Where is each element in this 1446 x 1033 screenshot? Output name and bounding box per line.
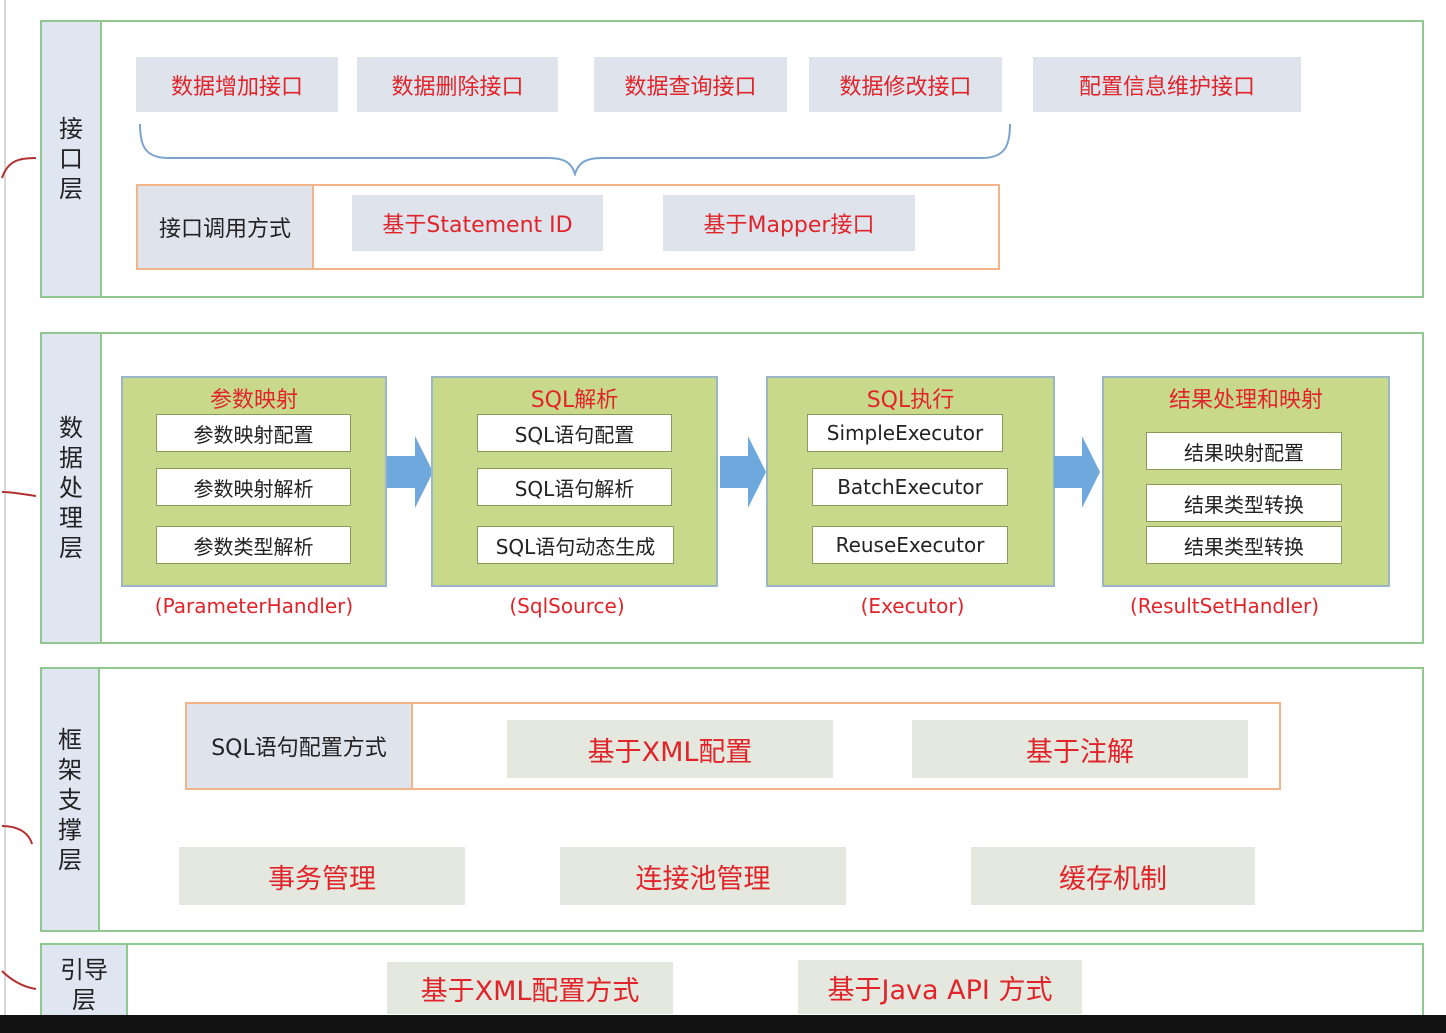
api-box: 数据增加接口 — [136, 57, 338, 112]
flow-arrow — [1054, 436, 1100, 508]
module-item: 结果类型转换 — [1146, 484, 1342, 522]
sql-config-xml: 基于XML配置 — [507, 720, 833, 778]
handler-label: (ParameterHandler) — [154, 594, 354, 618]
module-item: SQL语句配置 — [477, 414, 672, 452]
tick-mark — [0, 818, 36, 848]
tick-mark — [0, 480, 36, 510]
module-title: SQL执行 — [866, 388, 955, 413]
bootstrap-xml: 基于XML配置方式 — [387, 962, 673, 1014]
service-transaction: 事务管理 — [179, 847, 465, 905]
module-item: 参数类型解析 — [156, 526, 351, 564]
module-item: 结果映射配置 — [1146, 432, 1342, 470]
module-title: 参数映射 — [209, 388, 298, 413]
curly-brace — [138, 122, 1012, 178]
module-item: 参数映射解析 — [156, 468, 351, 506]
bottom-bar — [0, 1015, 1446, 1033]
bootstrap-layer-title: 引导层 — [60, 956, 108, 1014]
module-item: ReuseExecutor — [812, 526, 1008, 564]
sql-config-label: SQL语句配置方式 — [187, 704, 413, 788]
module-title: 结果处理和映射 — [1168, 388, 1323, 413]
interface-layer-label: 接口层 — [40, 20, 102, 298]
left-rule — [4, 0, 6, 1033]
tick-mark — [0, 965, 36, 995]
service-cache: 缓存机制 — [971, 847, 1255, 905]
service-connection-pool: 连接池管理 — [560, 847, 846, 905]
handler-label: (ResultSetHandler) — [1130, 594, 1319, 618]
framework-layer-label: 框架支撑层 — [40, 667, 100, 932]
api-box: 数据查询接口 — [594, 57, 787, 112]
processing-layer-label: 数据处理层 — [40, 332, 102, 644]
handler-label: (SqlSource) — [509, 594, 625, 618]
api-box: 配置信息维护接口 — [1033, 57, 1301, 112]
module-item: 结果类型转换 — [1146, 526, 1342, 564]
module-item: SQL语句动态生成 — [477, 526, 674, 564]
api-box: 数据删除接口 — [357, 57, 558, 112]
tick-mark — [0, 150, 36, 180]
module-item: 参数映射配置 — [156, 414, 351, 452]
module-item: SQL语句解析 — [477, 468, 672, 506]
call-method-statement-id: 基于Statement ID — [352, 195, 603, 251]
module-item: SimpleExecutor — [807, 414, 1003, 452]
api-box: 数据修改接口 — [809, 57, 1002, 112]
framework-layer-title: 框架支撑层 — [58, 725, 82, 874]
call-method-label: 接口调用方式 — [138, 186, 314, 268]
interface-layer-title: 接口层 — [59, 115, 83, 203]
processing-layer-title: 数据处理层 — [59, 414, 83, 562]
module-item: BatchExecutor — [812, 468, 1008, 506]
flow-arrow — [387, 436, 433, 508]
bootstrap-java-api: 基于Java API 方式 — [798, 960, 1082, 1014]
sql-config-annotation: 基于注解 — [912, 720, 1248, 778]
module-title: SQL解析 — [530, 388, 619, 413]
handler-label: (Executor) — [860, 594, 965, 618]
call-method-mapper: 基于Mapper接口 — [663, 195, 915, 251]
flow-arrow — [720, 436, 766, 508]
